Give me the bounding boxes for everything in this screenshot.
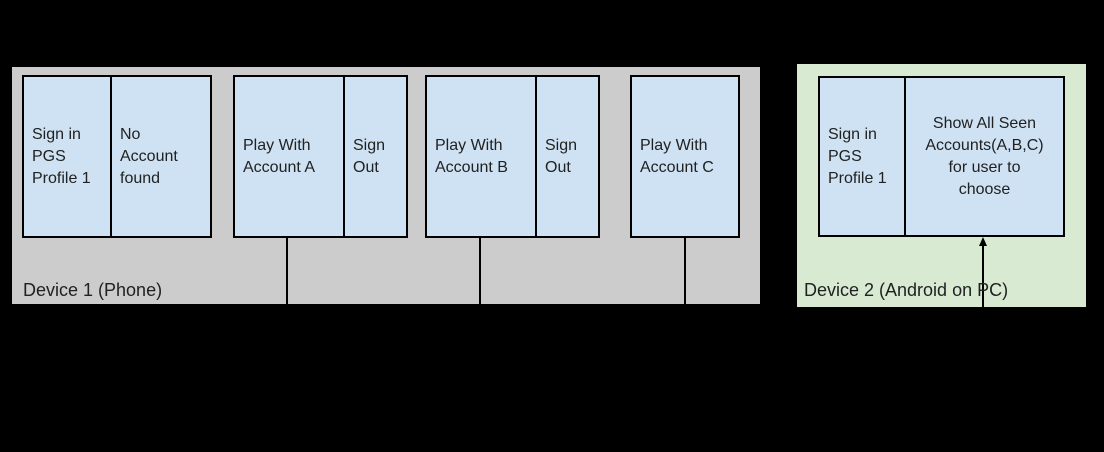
group-account-b: Play With Account B Sign Out <box>425 75 600 238</box>
box-sign-out-a: Sign Out <box>343 77 406 236</box>
box-sign-in-pgs-profile-1: Sign in PGS Profile 1 <box>32 125 91 187</box>
box-sign-out-b: Sign Out <box>535 77 598 236</box>
connector-line-account-c <box>684 238 686 304</box>
device1-label: Device 1 (Phone) <box>23 280 163 300</box>
box-sign-in-pgs-profile-1-pc: Sign in PGS Profile 1 <box>828 125 887 187</box>
device2-label: Device 2 (Android on PC) <box>804 280 1009 300</box>
group-account-c: Play With Account C <box>630 75 740 238</box>
box-play-with-account-a: Play With Account A <box>243 136 316 176</box>
group-sign-in-no-account: Sign in PGS Profile 1 No Account found <box>22 75 212 238</box>
device2-panel: Sign in PGS Profile 1 Show All Seen Acco… <box>797 64 1086 307</box>
connector-line-account-a <box>286 238 288 304</box>
group-account-a: Play With Account A Sign Out <box>233 75 408 238</box>
box-play-with-account-b: Play With Account B <box>435 136 508 176</box>
box-play-with-account-c: Play With Account C <box>640 136 714 176</box>
connector-line-account-b <box>479 238 481 304</box>
up-arrow-line <box>982 245 984 307</box>
up-arrow-head-icon <box>979 237 987 246</box>
box-show-all-seen-accounts: Show All Seen Accounts(A,B,C) for user t… <box>904 78 1063 235</box>
group-pc-sign-in-show-accounts: Sign in PGS Profile 1 Show All Seen Acco… <box>818 76 1065 237</box>
device1-panel: Sign in PGS Profile 1 No Account found P… <box>12 67 760 304</box>
box-no-account-found: No Account found <box>110 77 210 236</box>
